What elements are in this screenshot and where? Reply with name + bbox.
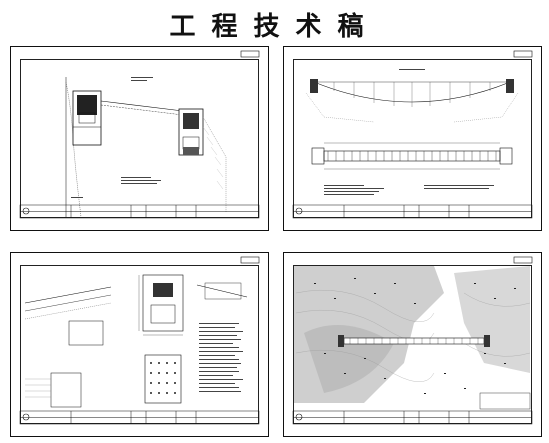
sheet-border bbox=[20, 265, 259, 424]
page-title: 工程技术稿 bbox=[169, 12, 380, 42]
drawing-sheet-top-left bbox=[10, 46, 269, 231]
drawing-sheet-top-right bbox=[283, 46, 542, 231]
bridge-elevation-plan bbox=[292, 50, 533, 219]
sheet-border bbox=[293, 265, 532, 424]
drawing-sheet-bottom-left bbox=[10, 252, 269, 437]
drawing-sheet-bottom-right bbox=[283, 252, 542, 437]
sheet-border bbox=[293, 59, 532, 218]
anchor-details bbox=[19, 256, 260, 425]
elevation-drawing bbox=[19, 50, 260, 219]
sheet-border bbox=[20, 59, 259, 218]
site-topographic-plan bbox=[292, 256, 533, 425]
